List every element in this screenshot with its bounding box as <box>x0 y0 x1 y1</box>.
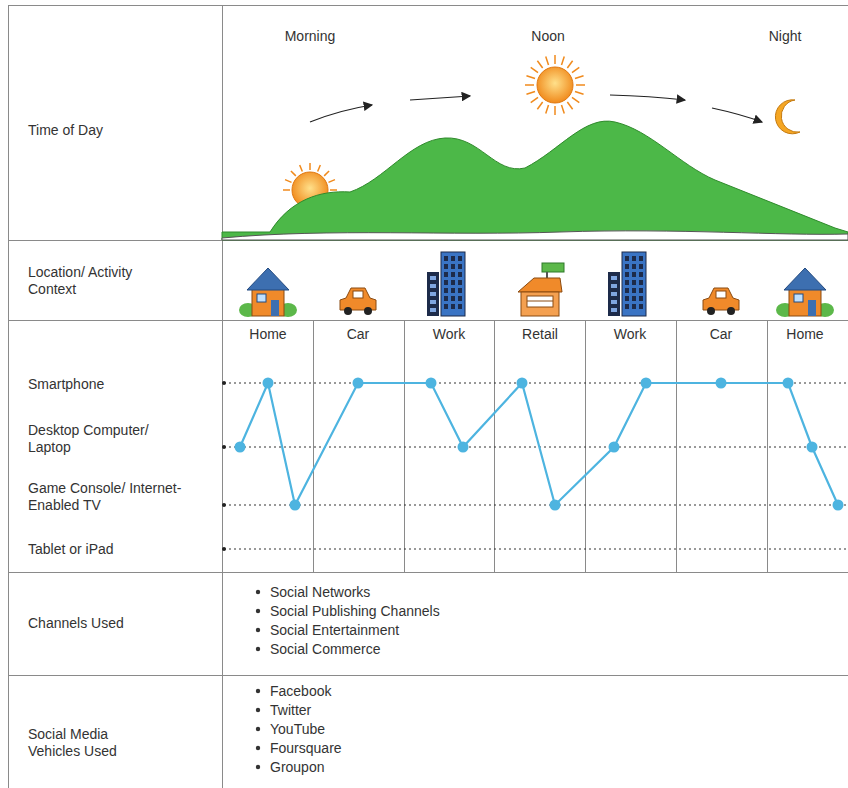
table-cell-text: Facebook <box>270 683 331 700</box>
time-of-day-illustration <box>222 55 848 240</box>
location-label: Car <box>347 326 370 343</box>
list-bullets <box>256 590 260 769</box>
office-building-icon <box>608 252 646 316</box>
car-icon <box>340 288 376 315</box>
location-icons <box>239 252 834 317</box>
table-cell-text: Social Media Vehicles Used <box>28 726 148 760</box>
house-icon <box>776 268 834 317</box>
location-label: Work <box>433 326 465 343</box>
table-cell-text: Social Networks <box>270 584 370 601</box>
table-cell-text: Desktop Computer/ Laptop <box>28 422 178 456</box>
time-label: Noon <box>531 28 564 45</box>
table-cell-text: YouTube <box>270 721 325 738</box>
table-cell-text: Time of Day <box>28 122 208 139</box>
table-cell-text: Location/ Activity Context <box>28 264 178 298</box>
table-cell-text: Channels Used <box>28 615 208 632</box>
location-label: Home <box>786 326 823 343</box>
table-cell-text: Social Entertainment <box>270 622 399 639</box>
time-label: Morning <box>285 28 336 45</box>
office-building-icon <box>427 252 465 316</box>
time-label: Night <box>769 28 802 45</box>
house-icon <box>239 268 297 317</box>
location-label: Home <box>249 326 286 343</box>
table-cell-text: Social Commerce <box>270 641 380 658</box>
location-label: Work <box>614 326 646 343</box>
location-label: Retail <box>522 326 558 343</box>
table-cell-text: Tablet or iPad <box>28 541 208 558</box>
table-cell-text: Foursquare <box>270 740 342 757</box>
retail-store-icon <box>518 263 564 316</box>
table-cell-text: Twitter <box>270 702 311 719</box>
table-cell-text: Social Publishing Channels <box>270 603 440 620</box>
device-usage-chart <box>222 378 848 552</box>
table-grid <box>8 5 848 788</box>
table-cell-text: Game Console/ Internet-Enabled TV <box>28 480 198 514</box>
table-cell-text: Smartphone <box>28 376 208 393</box>
table-cell-text: Groupon <box>270 759 324 776</box>
car-icon <box>703 288 739 315</box>
location-label: Car <box>710 326 733 343</box>
